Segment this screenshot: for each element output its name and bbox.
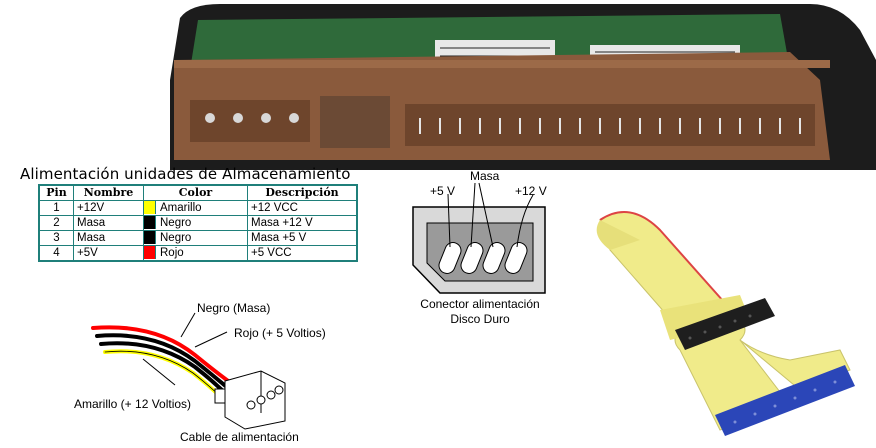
connector-caption-line1: Conector alimentación [420, 297, 540, 311]
cell-descripcion: +12 VCC [247, 200, 358, 216]
cell-descripcion: Masa +12 V [247, 215, 358, 231]
table-header-row: Pin Nombre Color Descripción [38, 184, 358, 201]
connector-caption: Conector alimentación Disco Duro [400, 297, 560, 327]
power-cable-diagram [91, 312, 286, 430]
label-rojo: Rojo (+ 5 Voltios) [234, 326, 326, 340]
cell-color: Rojo [143, 245, 248, 262]
label-masa: Masa [470, 169, 500, 183]
cell-color: Amarillo [143, 200, 248, 216]
cell-pin: 4 [38, 245, 74, 262]
color-label: Negro [160, 217, 192, 229]
color-swatch [144, 246, 156, 259]
label-amarillo: Amarillo (+ 12 Voltios) [74, 397, 192, 411]
cell-descripcion: +5 VCC [247, 245, 358, 262]
label-negro: Negro (Masa) [197, 301, 271, 315]
ide-connector-blue [715, 365, 855, 436]
color-label: Amarillo [160, 202, 202, 214]
page-title: Alimentación unidades de Almacenamiento [20, 165, 351, 183]
table-row: 1 +12V Amarillo +12 VCC [38, 200, 358, 216]
cell-nombre: Masa [73, 230, 144, 246]
cell-pin: 1 [38, 200, 74, 216]
header-color: Color [143, 184, 248, 201]
header-pin: Pin [38, 184, 74, 201]
hard-drive-photo [170, 0, 876, 170]
table-row: 4 +5V Rojo +5 VCC [38, 245, 358, 262]
pin-table: Pin Nombre Color Descripción 1 +12V Amar… [38, 184, 358, 262]
connector-caption-line2: Disco Duro [450, 312, 510, 326]
table-row: 2 Masa Negro Masa +12 V [38, 215, 358, 231]
cell-pin: 2 [38, 215, 74, 231]
molex-connector-diagram [412, 182, 546, 294]
table-row: 3 Masa Negro Masa +5 V [38, 230, 358, 246]
header-nombre: Nombre [73, 184, 144, 201]
label-5v: +5 V [430, 184, 456, 198]
color-label: Negro [160, 232, 192, 244]
cell-pin: 3 [38, 230, 74, 246]
cable-caption: Cable de alimentación [180, 430, 299, 444]
cell-nombre: Masa [73, 215, 144, 231]
cell-nombre: +5V [73, 245, 144, 262]
cell-color: Negro [143, 215, 248, 231]
cell-color: Negro [143, 230, 248, 246]
color-swatch [144, 216, 156, 229]
color-swatch [144, 231, 156, 244]
header-descripcion: Descripción [247, 184, 358, 201]
cell-descripcion: Masa +5 V [247, 230, 358, 246]
cell-nombre: +12V [73, 200, 144, 216]
color-swatch [144, 201, 156, 214]
ide-ribbon-cable-photo [596, 211, 855, 436]
ide-connector-black [675, 298, 775, 350]
color-label: Rojo [160, 247, 184, 259]
label-12v: +12 V [515, 184, 547, 198]
